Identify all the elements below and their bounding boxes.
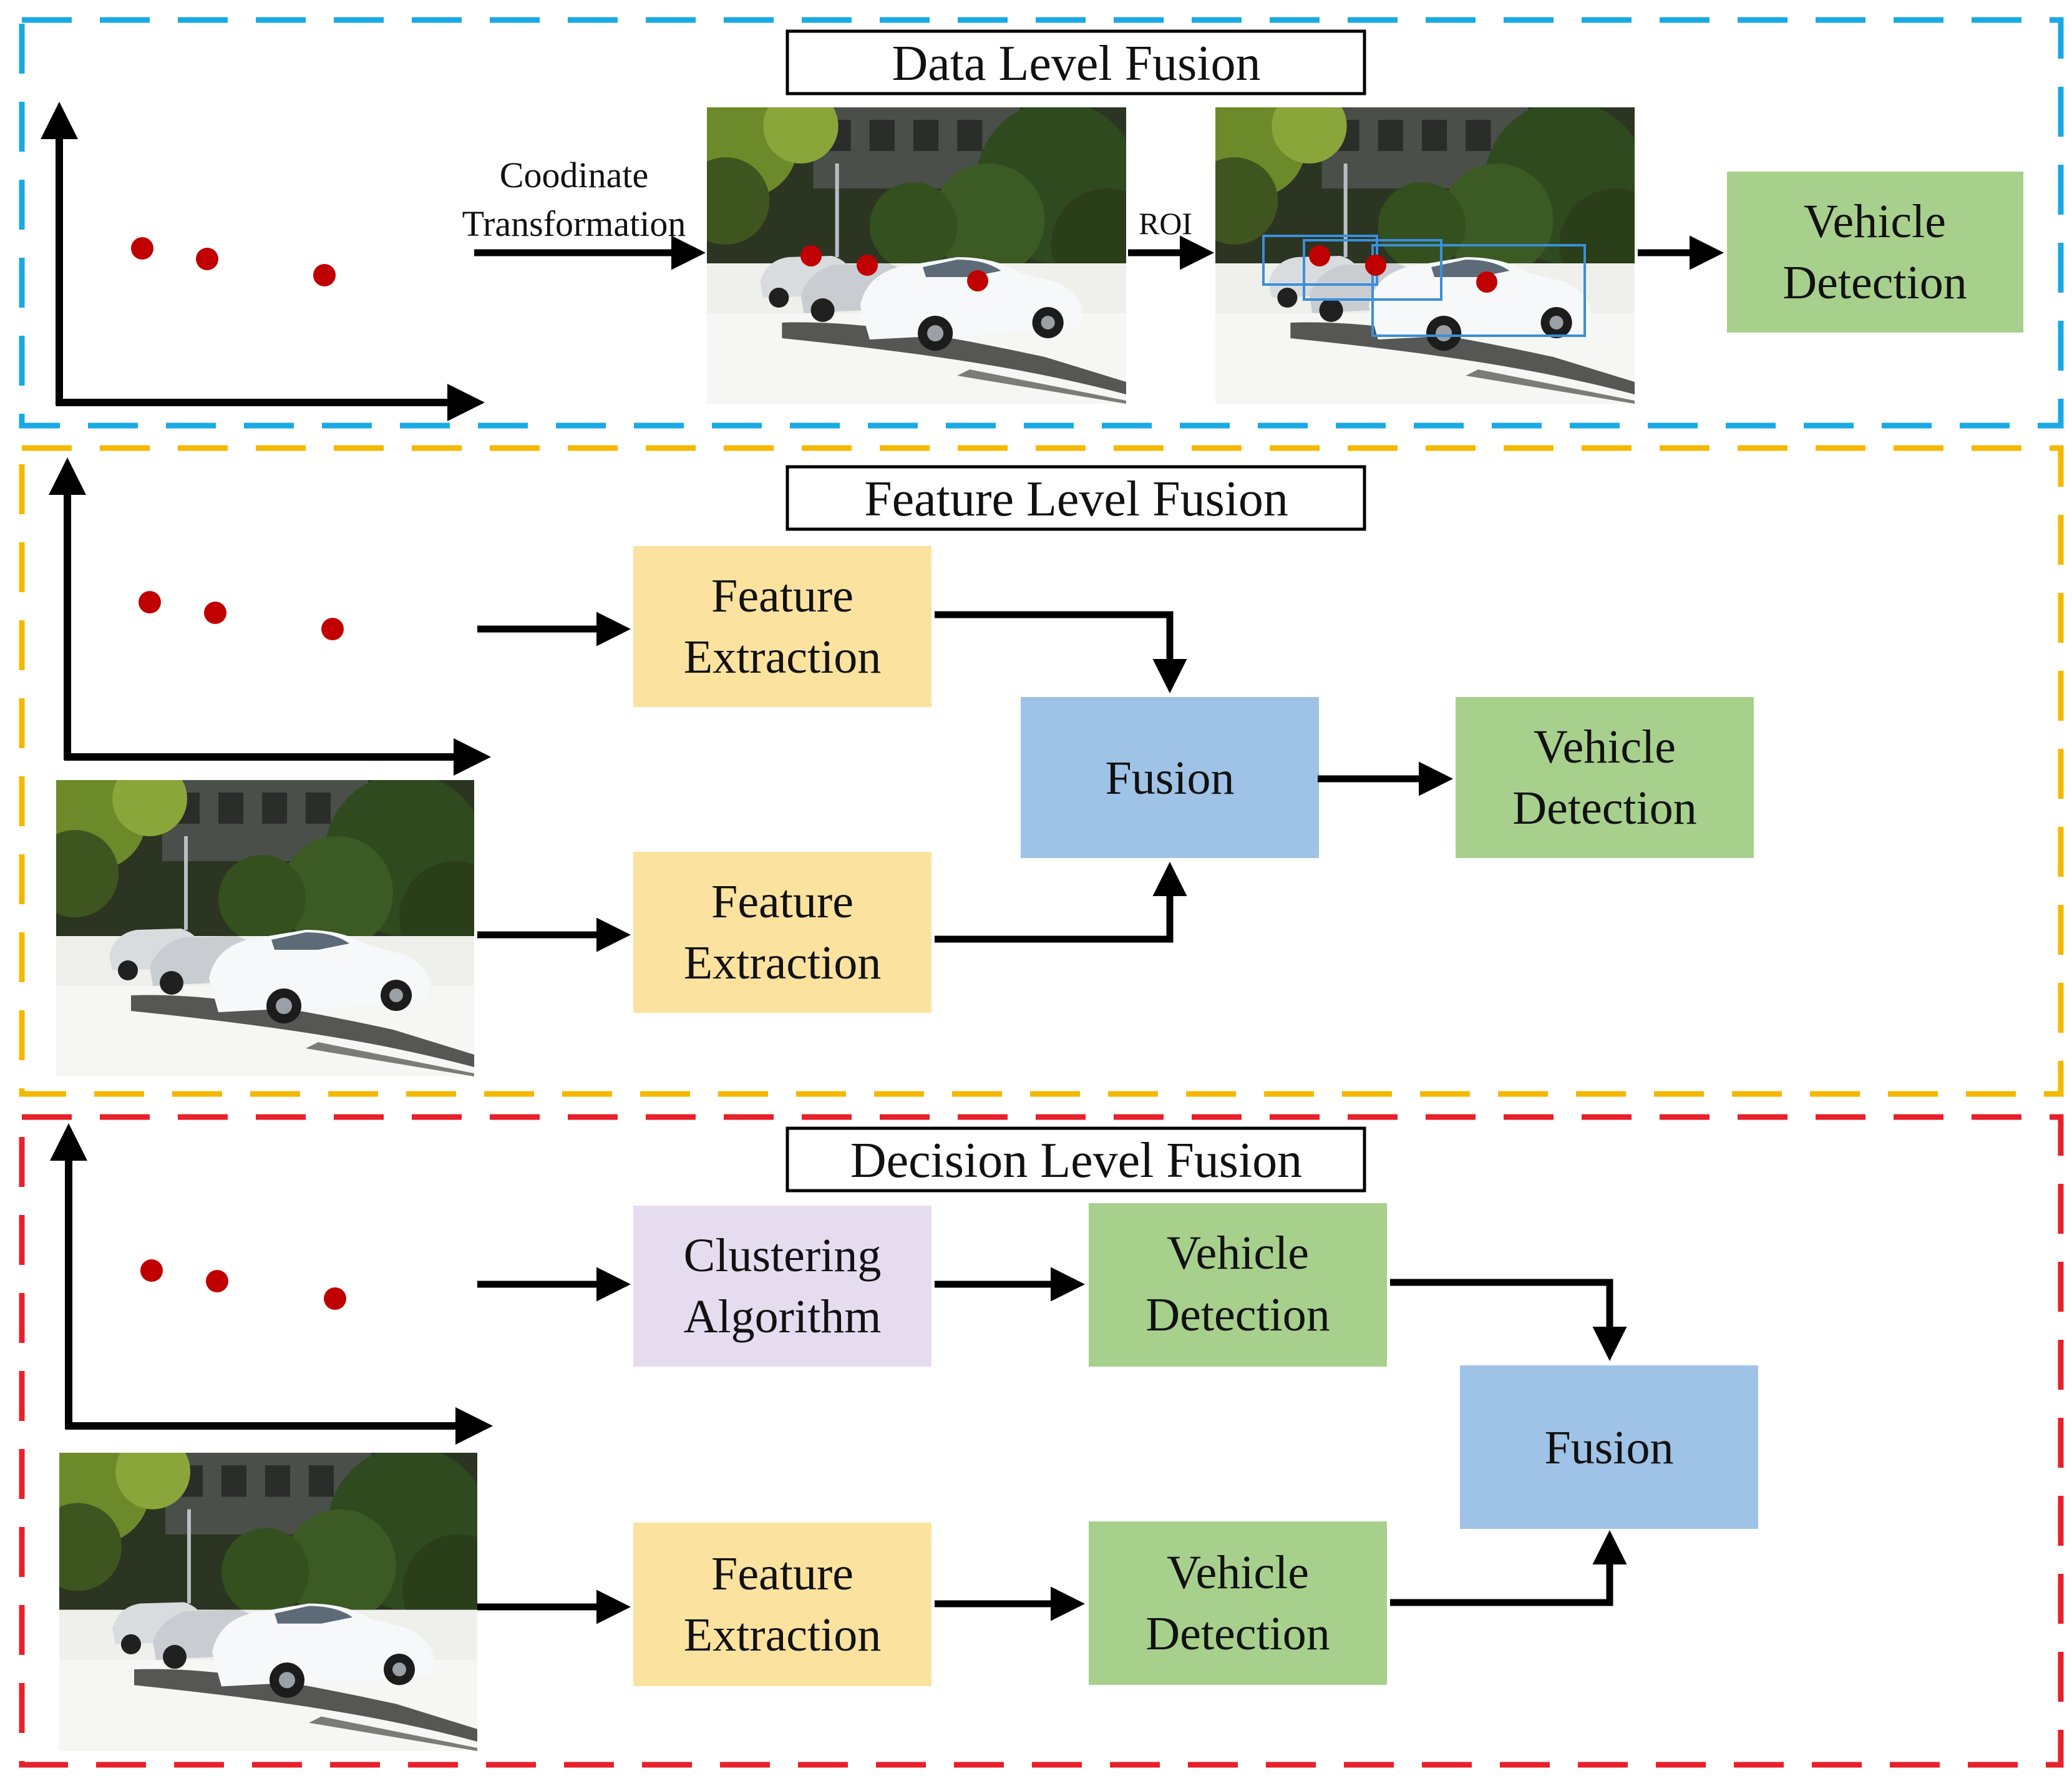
camera-image bbox=[59, 1453, 477, 1751]
svg-text:Feature: Feature bbox=[711, 1548, 854, 1600]
projected-point bbox=[1476, 271, 1497, 293]
data-level-title-box bbox=[786, 29, 1366, 95]
lidar-point bbox=[196, 248, 218, 270]
lidar-point bbox=[131, 237, 153, 260]
fusion-box: Fusion bbox=[1021, 697, 1319, 858]
camera-image-projected bbox=[707, 107, 1126, 404]
svg-text:Detection: Detection bbox=[1512, 782, 1696, 834]
vehicle-detection-box-top: Vehicle Detection bbox=[1089, 1203, 1387, 1367]
feature-level-title-box bbox=[786, 465, 1366, 531]
fusion-box: Fusion bbox=[1460, 1365, 1758, 1529]
data-level-title: Data Level Fusion bbox=[892, 36, 1261, 91]
svg-text:Extraction: Extraction bbox=[684, 1609, 882, 1661]
arrow bbox=[935, 611, 1187, 693]
svg-text:Detection: Detection bbox=[1145, 1608, 1330, 1660]
projected-point bbox=[800, 245, 822, 266]
feature-extraction-box-bottom: Feature Extraction bbox=[633, 852, 931, 1013]
svg-text:Vehicle: Vehicle bbox=[1534, 721, 1676, 773]
coordinate-transform-label-2: Transformation bbox=[462, 203, 686, 244]
arrow bbox=[935, 862, 1187, 943]
svg-text:Algorithm: Algorithm bbox=[684, 1291, 882, 1343]
projected-point bbox=[1365, 255, 1386, 276]
point-cloud-plot bbox=[50, 1123, 493, 1445]
lidar-point bbox=[313, 264, 336, 286]
svg-text:Detection: Detection bbox=[1783, 256, 1967, 309]
arrow bbox=[1390, 1279, 1627, 1361]
feature-level-title: Feature Level Fusion bbox=[864, 472, 1288, 527]
lidar-point bbox=[324, 1287, 346, 1310]
decision-level-title: Decision Level Fusion bbox=[850, 1133, 1302, 1188]
svg-text:Detection: Detection bbox=[1145, 1289, 1330, 1341]
clustering-algorithm-box: Clustering Algorithm bbox=[633, 1206, 931, 1367]
decision-level-panel-border bbox=[19, 1114, 2064, 1768]
svg-text:Vehicle: Vehicle bbox=[1804, 195, 1946, 248]
projected-point bbox=[1309, 245, 1330, 266]
svg-text:Feature: Feature bbox=[711, 876, 854, 928]
lidar-point bbox=[204, 602, 226, 624]
projected-point bbox=[857, 255, 878, 276]
projected-point bbox=[967, 270, 988, 291]
decision-level-title-box bbox=[786, 1126, 1366, 1193]
svg-text:Fusion: Fusion bbox=[1106, 752, 1235, 804]
svg-text:Clustering: Clustering bbox=[684, 1229, 882, 1282]
svg-text:Feature: Feature bbox=[711, 570, 854, 622]
lidar-point bbox=[206, 1270, 228, 1292]
camera-image-roi bbox=[1215, 107, 1635, 404]
lidar-point bbox=[321, 618, 344, 640]
svg-text:Vehicle: Vehicle bbox=[1167, 1546, 1309, 1599]
arrow bbox=[1390, 1530, 1627, 1606]
svg-text:Fusion: Fusion bbox=[1545, 1422, 1674, 1474]
svg-text:Extraction: Extraction bbox=[684, 631, 882, 683]
camera-image bbox=[56, 780, 474, 1076]
vehicle-detection-box: Vehicle Detection bbox=[1456, 697, 1754, 858]
roi-label: ROI bbox=[1139, 206, 1192, 241]
svg-text:Extraction: Extraction bbox=[684, 937, 882, 989]
data-level-panel-border bbox=[19, 17, 2064, 429]
vehicle-detection-box-bottom: Vehicle Detection bbox=[1089, 1521, 1387, 1685]
point-cloud-plot bbox=[49, 457, 491, 776]
svg-text:Vehicle: Vehicle bbox=[1167, 1227, 1309, 1279]
feature-extraction-box-top: Feature Extraction bbox=[633, 546, 931, 707]
feature-level-panel-border bbox=[19, 445, 2064, 1097]
feature-extraction-box: Feature Extraction bbox=[633, 1523, 931, 1686]
vehicle-detection-box: Vehicle Detection bbox=[1727, 172, 2023, 333]
point-cloud-plot bbox=[41, 102, 485, 421]
roi-box bbox=[1371, 244, 1586, 337]
lidar-point bbox=[140, 1259, 163, 1282]
coordinate-transform-label: Coodinate bbox=[500, 155, 648, 195]
lidar-point bbox=[139, 591, 161, 613]
